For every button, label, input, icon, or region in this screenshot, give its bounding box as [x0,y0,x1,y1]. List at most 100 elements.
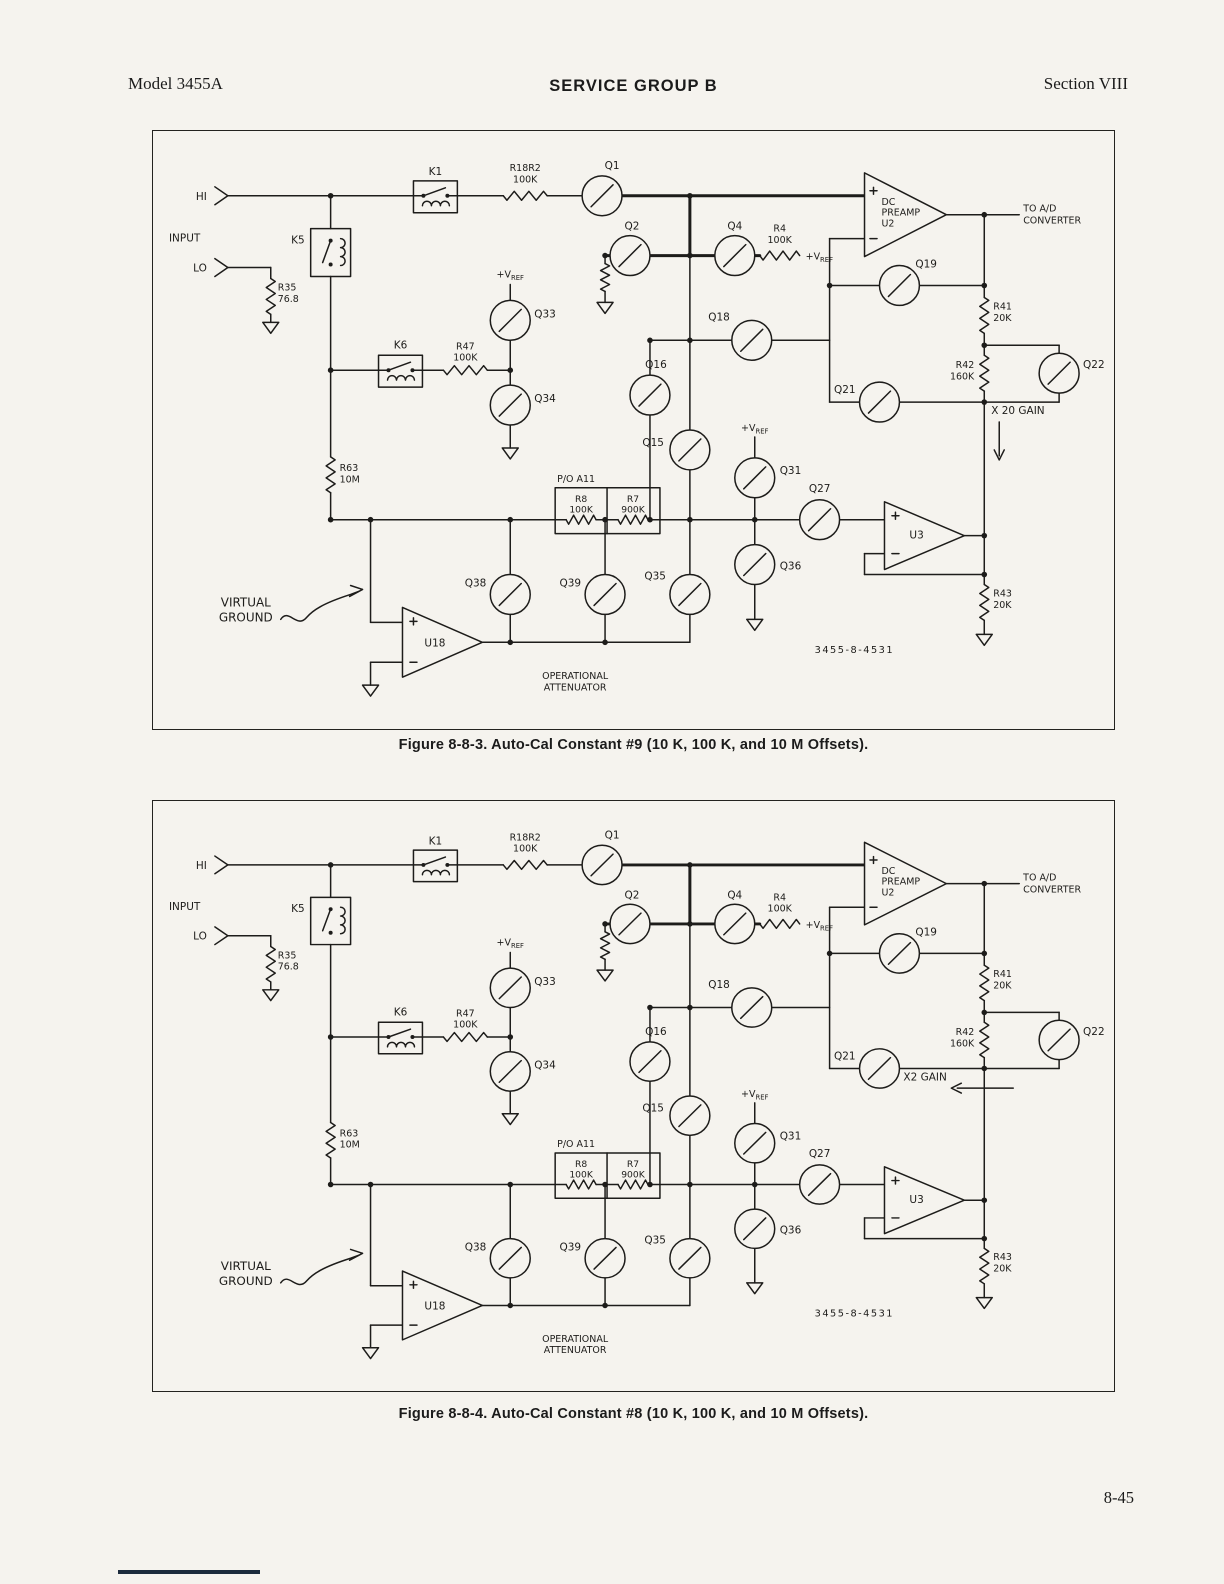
label-q36: Q36 [780,561,802,573]
junction-dot [602,639,608,646]
junction-dot [507,516,514,523]
transistor-q15-lever [678,438,702,462]
junction-dot [602,516,608,523]
label-hi: HI [196,860,207,872]
input-lo-terminal [214,926,229,946]
label-q18: Q18 [708,311,730,323]
junction-dot [602,1302,608,1309]
transistor-q21-lever [867,390,892,414]
label-hi: HI [196,191,207,203]
transistor-q33-lever [498,976,522,1000]
label-u3: U3 [909,1194,923,1206]
resistor-r47 [442,364,489,376]
transistor-q34-lever [498,393,522,417]
resistor-r35 [265,945,276,983]
transistor-q31-lever [743,1131,767,1155]
resistor-r35 [265,277,276,316]
resistor-r18r2 [502,859,548,871]
label-q31: Q31 [780,1130,802,1142]
resistor-r8 [565,1179,597,1190]
virtual-ground-arrowhead [348,1248,364,1261]
label-q35: Q35 [644,1235,666,1247]
transistor-q19-lever [887,273,912,298]
label-q21: Q21 [834,1051,856,1063]
resistor-r41 [979,296,990,335]
label-q33: Q33 [534,976,556,988]
resistor-r7 [617,514,649,525]
junction-dot [687,921,693,927]
transistor-q36-lever [743,552,767,577]
label-lo: LO [193,263,207,275]
label-q27: Q27 [809,1148,831,1160]
transistor-q34-lever [498,1059,522,1083]
label-q18: Q18 [708,979,730,991]
relay-k6-coil [386,1041,416,1048]
resistor-r43 [979,1247,990,1285]
junction-dot [981,532,988,539]
relay-k1 [412,180,459,214]
transistor-q15-lever [678,1104,702,1128]
junction-dot [602,252,608,259]
opamp-u2 [863,172,948,258]
junction-dot [327,516,334,523]
input-lo-terminal [214,257,229,278]
label-k1: K1 [429,835,443,847]
transistor-q33-lever [498,308,522,333]
ground-icon [746,618,764,632]
label-lo: LO [193,931,207,943]
relay-k5 [309,227,352,278]
resistor-r8 [565,514,597,525]
transistor-q27-lever [807,507,832,532]
junction-dot [981,571,988,578]
junction-dot [647,516,653,523]
ground-icon [501,447,519,460]
transistor-q18-lever [740,995,764,1020]
resistor-r18r2 [502,190,548,202]
junction-dot [751,1181,758,1188]
label-q39: Q39 [560,1241,582,1253]
label-q4: Q4 [727,889,742,901]
junction-dot [981,282,988,289]
relay-k5-contact [321,908,332,932]
ground-icon [262,321,280,335]
label-u18: U18 [424,1300,445,1312]
transistor-q21-lever [867,1056,892,1081]
junction-dot [327,1034,334,1040]
opamp-u18 [401,606,484,678]
relay-k5-coil [339,906,346,935]
transistor-q16-lever [638,1050,662,1074]
transistor-q35-lever [678,1246,702,1270]
opamp-u2 [863,841,948,926]
figure-caption-2: Figure 8-8-4. Auto-Cal Constant #8 (10 K… [398,1406,869,1422]
model-number: Model 3455A [128,74,223,93]
label-q19: Q19 [915,259,937,271]
section-number: Section VIII [1043,74,1128,93]
resistor-r4 [758,250,801,261]
label-q38: Q38 [465,1241,487,1253]
junction-dot [507,1034,514,1040]
transistor-q39-lever [593,582,617,607]
transistor-q38-lever [498,582,522,607]
ground-icon [361,1346,380,1360]
resistor-r63 [325,456,336,494]
junction-dot [507,639,514,646]
transistor-q36-lever [743,1217,767,1241]
junction-dot [602,921,608,927]
junction-dot [687,192,693,199]
label-q2: Q2 [625,889,640,901]
relay-k1-coil [421,200,451,207]
transistor-q38-lever [498,1246,522,1270]
junction-dot [826,950,833,957]
transistor-q2-lever [618,243,642,268]
relay-k5-coil [339,237,346,267]
transistor-q16-lever [638,383,662,407]
